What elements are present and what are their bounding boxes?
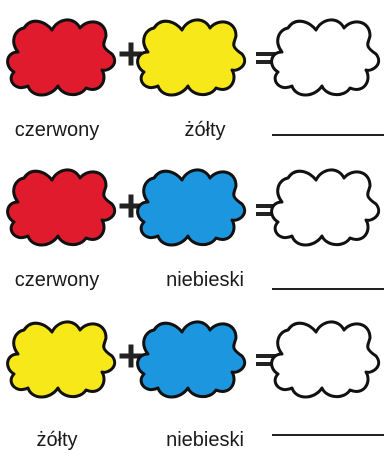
right-color-label: żółty [184, 119, 226, 141]
paint-splat-right [136, 18, 247, 97]
splat-shape [6, 168, 117, 247]
paint-splat-right [136, 320, 247, 399]
plus-sign-icon [119, 42, 143, 66]
paint-splat-result [270, 168, 381, 247]
mixing-row-1: czerwony żółty [0, 0, 388, 152]
paint-splat-left [6, 18, 117, 97]
splat-shape [136, 320, 247, 399]
left-color-label: czerwony [14, 269, 100, 291]
paint-splat-left [6, 320, 117, 399]
plus-sign-icon [119, 194, 143, 218]
plus-sign-icon [119, 344, 143, 368]
splat-shape [6, 320, 117, 399]
splat-shape [270, 320, 381, 399]
splat-shape [136, 18, 247, 97]
paint-splat-result [270, 18, 381, 97]
right-color-label: niebieski [166, 429, 244, 451]
left-color-label: czerwony [14, 119, 100, 141]
answer-blank-line[interactable] [272, 434, 384, 436]
answer-blank-line[interactable] [272, 288, 384, 290]
splat-shape [270, 168, 381, 247]
paint-splat-left [6, 168, 117, 247]
right-color-label: niebieski [166, 269, 244, 291]
paint-splat-result [270, 320, 381, 399]
left-color-label: żółty [36, 429, 78, 451]
paint-splat-right [136, 168, 247, 247]
splat-shape [270, 18, 381, 97]
splat-shape [136, 168, 247, 247]
answer-blank-line[interactable] [272, 134, 384, 136]
mixing-row-3: żółty niebieski [0, 304, 388, 456]
splat-shape [6, 18, 117, 97]
mixing-row-2: czerwony niebieski [0, 152, 388, 304]
